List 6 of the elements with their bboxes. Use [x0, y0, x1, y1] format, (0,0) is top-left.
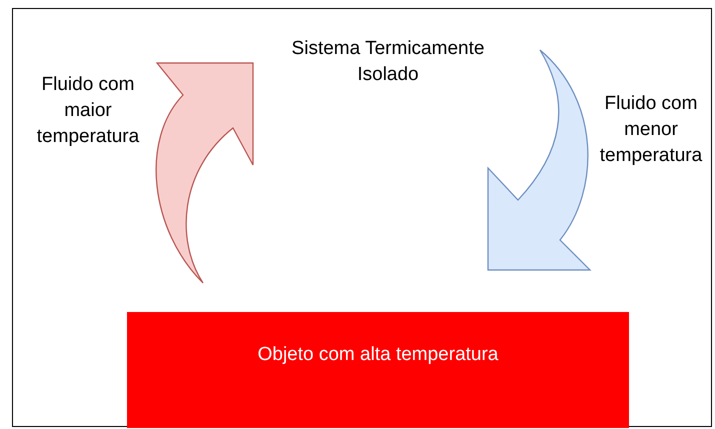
system-frame: [12, 8, 712, 427]
object-label: Objeto com alta temperatura: [256, 343, 500, 367]
object-box: [127, 312, 629, 428]
fluid-label: Fluido com menor temperatura: [598, 92, 704, 168]
system-label: Sistema Termicamente Isolado: [290, 37, 486, 87]
fluid-label: Fluido com maior temperatura: [36, 73, 140, 149]
